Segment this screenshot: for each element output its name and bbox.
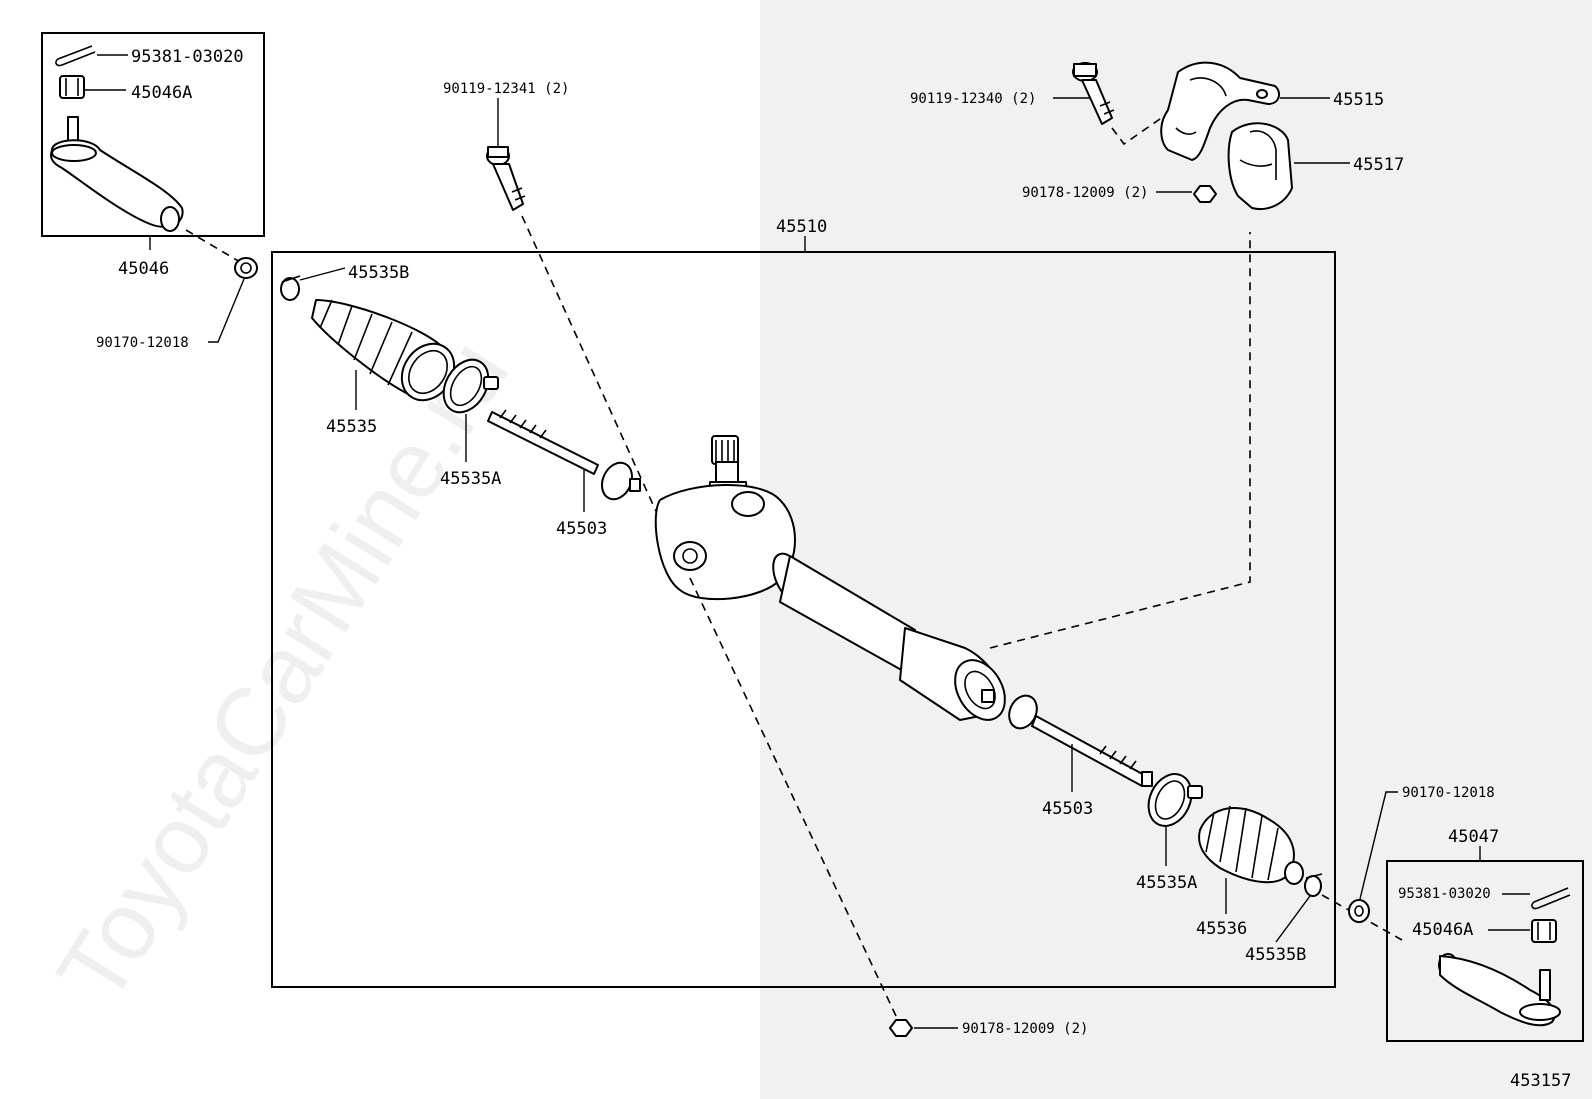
leader-45535B-left	[299, 267, 346, 281]
boot-45535-left	[311, 299, 456, 402]
label-95381-03020-left: 95381-03020	[131, 47, 244, 67]
label-45046A-left: 45046A	[131, 83, 192, 103]
shaded-background	[760, 0, 1592, 1099]
label-45535: 45535	[326, 417, 377, 437]
nut-90178-bottom	[889, 1019, 913, 1037]
bushing-45517	[1227, 122, 1293, 210]
nut-90170-right	[1348, 899, 1370, 923]
label-45535A-right: 45535A	[1136, 873, 1197, 893]
diagram-id: 453157	[1510, 1071, 1571, 1091]
label-45535B-right: 45535B	[1245, 945, 1306, 965]
tie-rod-end-45047	[1438, 953, 1561, 1027]
label-45515: 45515	[1333, 90, 1384, 110]
inset-box-left	[41, 32, 265, 237]
label-45046A-right: 45046A	[1412, 920, 1473, 940]
label-45510: 45510	[776, 217, 827, 237]
castle-nut-45046A-left	[59, 75, 85, 99]
label-45047: 45047	[1448, 827, 1499, 847]
clamp-45535A-right	[1147, 773, 1203, 827]
clamp-45535A-left	[442, 358, 499, 414]
label-90178-12009-top: 90178-12009 (2)	[1022, 185, 1148, 201]
watermark: ToyotaCarMine.ru	[37, 322, 529, 1021]
bolt-90119-12340	[1072, 62, 1115, 125]
dash-bolt-left	[521, 215, 661, 521]
dash-tierod-left	[185, 229, 241, 263]
nut-90170-left	[234, 257, 258, 279]
inner-tie-rod-45503-right	[1008, 694, 1153, 787]
leader-45535B-right	[1275, 895, 1311, 943]
label-45535B-left: 45535B	[348, 263, 409, 283]
cotter-pin-right	[1531, 887, 1571, 910]
label-90178-12009-bottom: 90178-12009 (2)	[962, 1021, 1088, 1037]
boot-45536-right	[1198, 805, 1304, 885]
label-45517: 45517	[1353, 155, 1404, 175]
label-95381-03020-right: 95381-03020	[1398, 886, 1491, 902]
dash-bolt-left-lower	[689, 577, 897, 1017]
dash-rack-to-bushing	[989, 232, 1251, 649]
dash-bolt-right	[1111, 111, 1171, 146]
castle-nut-45046A-right	[1531, 919, 1557, 943]
clip-45535B-right	[1304, 873, 1323, 897]
cotter-pin-left	[55, 45, 96, 67]
label-45503-right: 45503	[1042, 799, 1093, 819]
label-90119-12341: 90119-12341 (2)	[443, 81, 569, 97]
leader-90170-right	[1359, 791, 1398, 900]
bracket-45515	[1160, 61, 1281, 161]
rack-housing-45510	[654, 435, 1006, 721]
label-45046: 45046	[118, 259, 169, 279]
tie-rod-end-45046	[50, 116, 184, 232]
label-45536: 45536	[1196, 919, 1247, 939]
label-90170-12018-right: 90170-12018	[1402, 785, 1495, 801]
assembly-frame-45510	[271, 251, 1336, 988]
nut-90178-top	[1193, 185, 1217, 203]
clip-45535B-left	[280, 275, 301, 301]
leader-90170-left	[208, 278, 245, 343]
bolt-90119-12341	[486, 146, 526, 211]
label-90119-12340: 90119-12340 (2)	[910, 91, 1036, 107]
label-90170-12018-left: 90170-12018	[96, 335, 189, 351]
label-45503-left: 45503	[556, 519, 607, 539]
inner-tie-rod-45503-left	[487, 409, 641, 501]
inset-box-right	[1386, 860, 1584, 1042]
label-45535A-left: 45535A	[440, 469, 501, 489]
